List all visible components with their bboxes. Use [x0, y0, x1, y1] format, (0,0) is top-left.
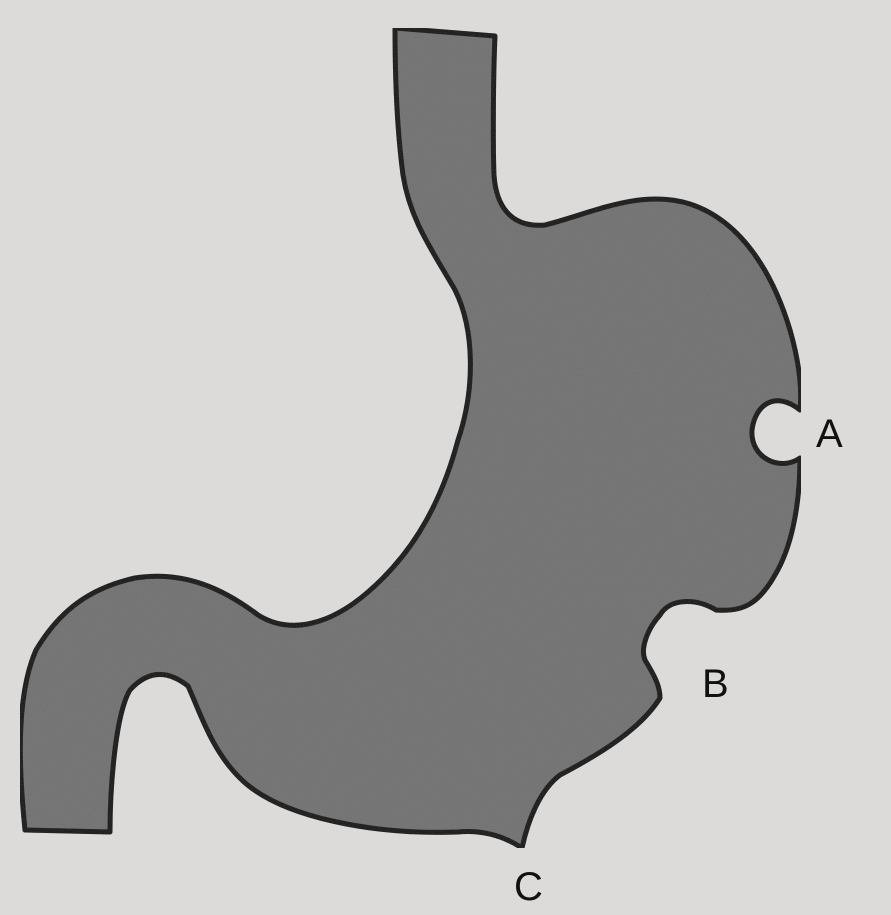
label-b: B — [702, 662, 729, 706]
label-a: A — [816, 412, 843, 456]
label-c: C — [514, 865, 543, 909]
stomach-shape — [20, 28, 800, 848]
